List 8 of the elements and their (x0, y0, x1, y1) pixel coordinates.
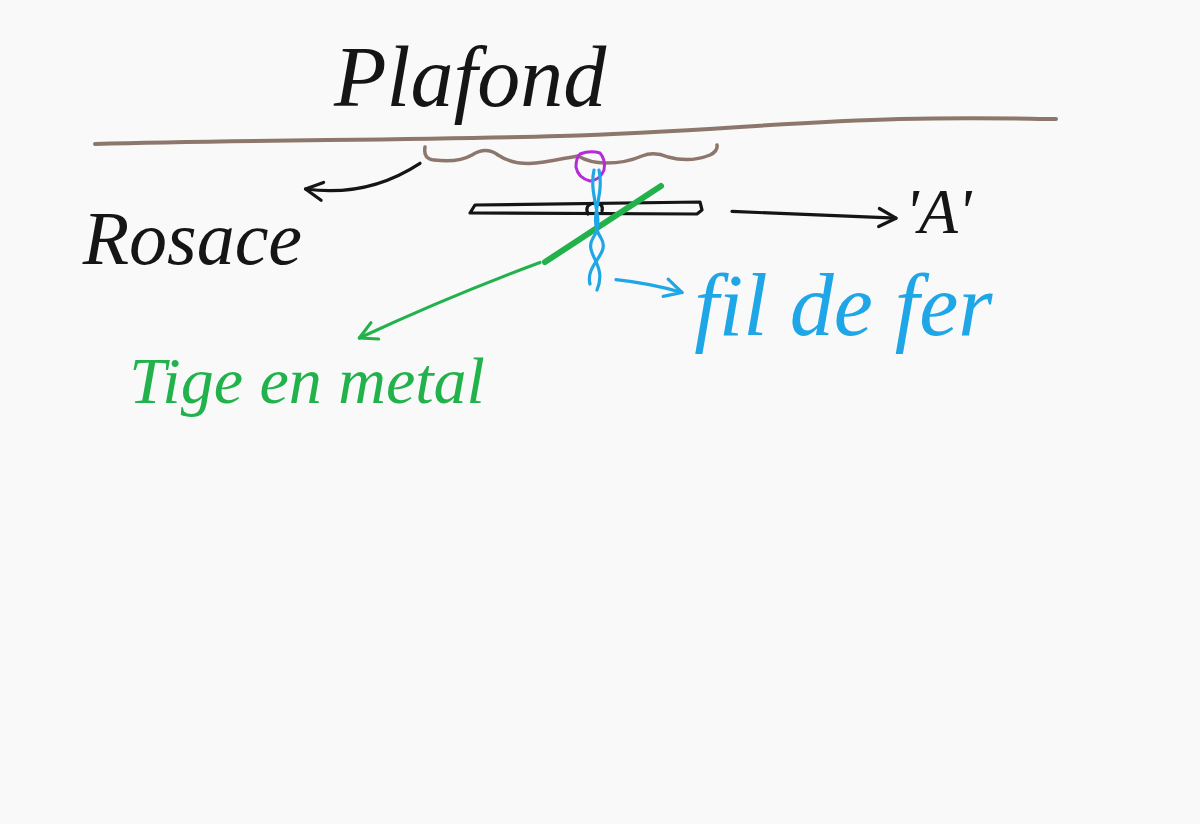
handwritten-label: Plafond (332, 28, 608, 127)
arrow (730, 206, 898, 229)
metal-rod (540, 183, 666, 265)
handwritten-label: Tige en metal (120, 338, 495, 424)
arrow (357, 260, 542, 341)
arrow (614, 277, 684, 299)
arrow (303, 161, 422, 202)
handwritten-label: Rosace (72, 189, 313, 288)
